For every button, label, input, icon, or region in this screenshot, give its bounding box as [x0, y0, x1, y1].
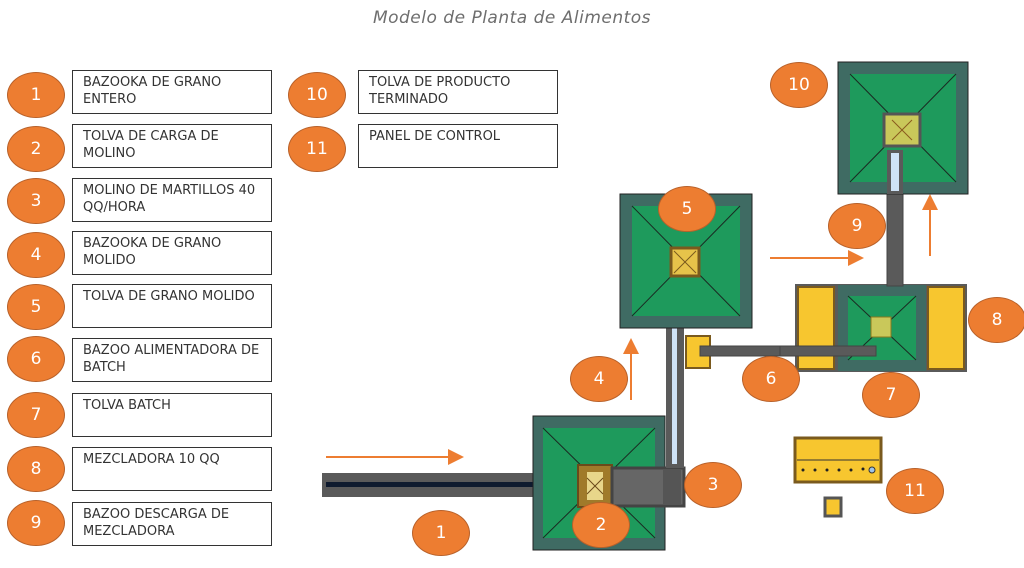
legend-badge-3: 3 — [7, 178, 65, 224]
legend-label-7: TOLVA BATCH — [72, 393, 272, 437]
legend-badge-4: 4 — [7, 232, 65, 278]
hopper-2 — [532, 415, 666, 551]
legend-label-11: PANEL DE CONTROL — [358, 124, 558, 168]
legend-label-3: MOLINO DE MARTILLOS 40 QQ/HORA — [72, 178, 272, 222]
conveyor-4 — [666, 288, 684, 468]
legend-badge-5: 5 — [7, 284, 65, 330]
hammer-mill-3 — [610, 466, 686, 508]
legend-label-10: TOLVA DE PRODUCTO TERMINADO — [358, 70, 558, 114]
control-panel-11 — [793, 436, 883, 518]
legend-badge-1: 1 — [7, 72, 65, 118]
legend-label-2: TOLVA DE CARGA DE MOLINO — [72, 124, 272, 168]
hopper-10 — [837, 61, 969, 195]
legend-label-8: MEZCLADORA 10 QQ — [72, 447, 272, 491]
plan-badge-9: 9 — [828, 203, 886, 249]
plan-badge-4: 4 — [570, 356, 628, 402]
legend-label-5: TOLVA DE GRANO MOLIDO — [72, 284, 272, 328]
legend-label-4: BAZOOKA DE GRANO MOLIDO — [72, 231, 272, 275]
hopper-5 — [619, 193, 753, 329]
legend-badge-8: 8 — [7, 446, 65, 492]
plan-badge-5: 5 — [658, 186, 716, 232]
plan-badge-8: 8 — [968, 297, 1024, 343]
diagram-title: Modelo de Planta de Alimentos — [372, 8, 652, 28]
plan-badge-11: 11 — [886, 468, 944, 514]
legend-label-1: BAZOOKA DE GRANO ENTERO — [72, 70, 272, 114]
legend-label-6: BAZOO ALIMENTADORA DE BATCH — [72, 338, 272, 382]
legend-badge-11: 11 — [288, 126, 346, 172]
feeder-6-extension — [779, 345, 877, 357]
legend-badge-10: 10 — [288, 72, 346, 118]
plan-badge-1: 1 — [412, 510, 470, 556]
plan-badge-6: 6 — [742, 356, 800, 402]
plan-badge-7: 7 — [862, 372, 920, 418]
conveyor-1 — [322, 473, 562, 497]
plan-badge-3: 3 — [684, 462, 742, 508]
batch-hopper-7 — [838, 285, 926, 371]
legend-badge-2: 2 — [7, 126, 65, 172]
plan-badge-10: 10 — [770, 62, 828, 108]
legend-label-9: BAZOO DESCARGA DE MEZCLADORA — [72, 502, 272, 546]
legend-badge-9: 9 — [7, 500, 65, 546]
plan-badge-2: 2 — [572, 502, 630, 548]
legend-badge-7: 7 — [7, 392, 65, 438]
legend-badge-6: 6 — [7, 336, 65, 382]
